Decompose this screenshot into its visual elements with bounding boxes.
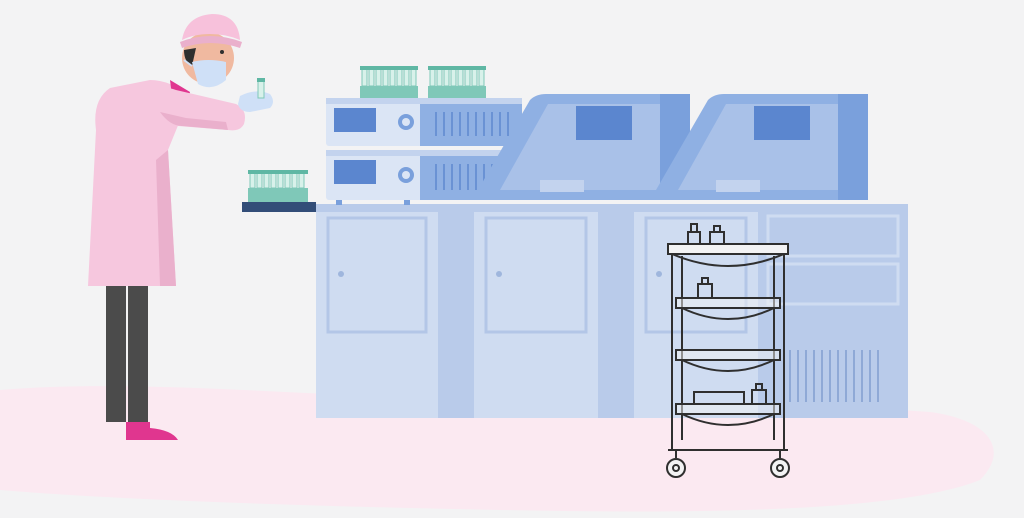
analyzer-right-screen [754, 106, 810, 140]
bench-cabinet-right [634, 204, 758, 418]
vent-grille [789, 350, 879, 402]
scientist-shoe [126, 422, 178, 440]
cabinet-knob-middle [496, 271, 502, 277]
bench-divider-1 [438, 204, 474, 418]
bench-divider-2 [598, 204, 634, 418]
scientist-cap [182, 14, 240, 40]
hplc-display-bottom [334, 160, 376, 184]
cabinet-door-right [644, 216, 748, 334]
held-vial [257, 79, 265, 99]
bench-cabinet-middle [474, 204, 598, 418]
analyzer-left-screen [576, 106, 632, 140]
cabinet-knob-left [338, 271, 344, 277]
analyzer-instrument-icon [478, 94, 868, 200]
hplc-display-top [334, 108, 376, 132]
cabinet-door-left [326, 216, 428, 334]
scientist-mask [192, 60, 226, 88]
scientist-leg-left [106, 286, 126, 422]
cabinet-door-middle [484, 216, 588, 334]
scientist-figure [88, 14, 273, 440]
side-tray [242, 170, 316, 212]
vial-rack-icon [360, 66, 486, 98]
cabinet-knob-right [656, 271, 662, 277]
bench-drawer-unit [758, 204, 908, 418]
scientist-leg-right [128, 286, 148, 422]
lab-cart-icon [666, 223, 790, 478]
hplc-stack-icon [326, 98, 522, 205]
bench-cabinet-left [316, 204, 438, 418]
lab-bench [316, 204, 908, 418]
